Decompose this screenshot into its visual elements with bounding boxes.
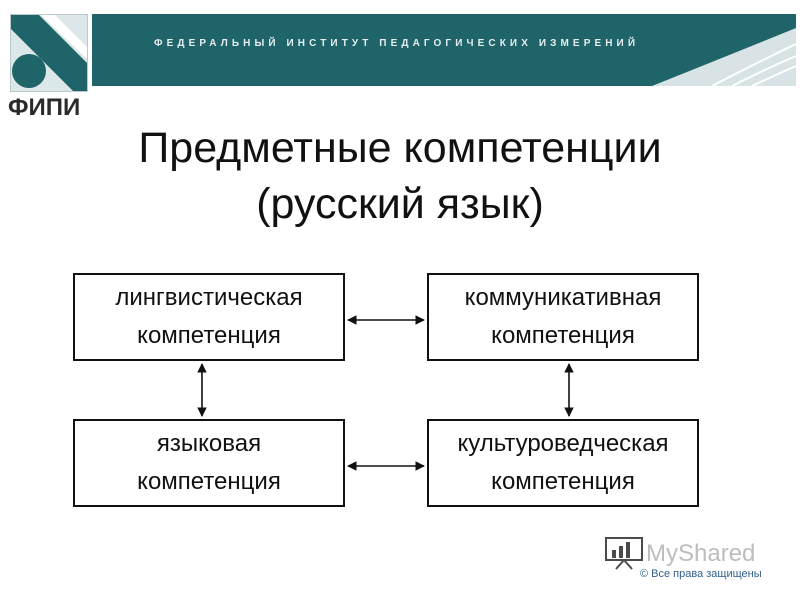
node-label: лингвистическая [115,284,303,311]
node-linguistic: лингвистическая компетенция [73,273,345,361]
header-banner: ФЕДЕРАЛЬНЫЙ ИНСТИТУТ ПЕДАГОГИЧЕСКИХ ИЗМЕ… [92,14,796,86]
node-label: компетенция [491,322,635,349]
presentation-board-icon [605,537,643,570]
logo-text: ФИПИ [8,94,81,121]
node-label: коммуникативная [464,284,662,311]
fipi-logo-icon [10,14,88,92]
node-cultural: культуроведческая компетенция [427,419,699,507]
node-label: языковая [156,430,262,457]
watermark-brand: MyShared [646,540,756,567]
node-label: компетенция [491,468,635,495]
node-label: компетенция [137,322,281,349]
title-line-2: (русский язык) [256,180,544,228]
node-language: языковая компетенция [73,419,345,507]
node-label: компетенция [137,468,281,495]
title-line-1: Предметные компетенции [138,124,662,172]
page-title: Предметные компетенции (русский язык) [0,120,800,232]
node-communicative: коммуникативная компетенция [427,273,699,361]
institute-name: ФЕДЕРАЛЬНЫЙ ИНСТИТУТ ПЕДАГОГИЧЕСКИХ ИЗМЕ… [154,38,640,49]
node-label: культуроведческая [457,430,669,457]
watermark-copyright: © Все права защищены [640,568,762,580]
